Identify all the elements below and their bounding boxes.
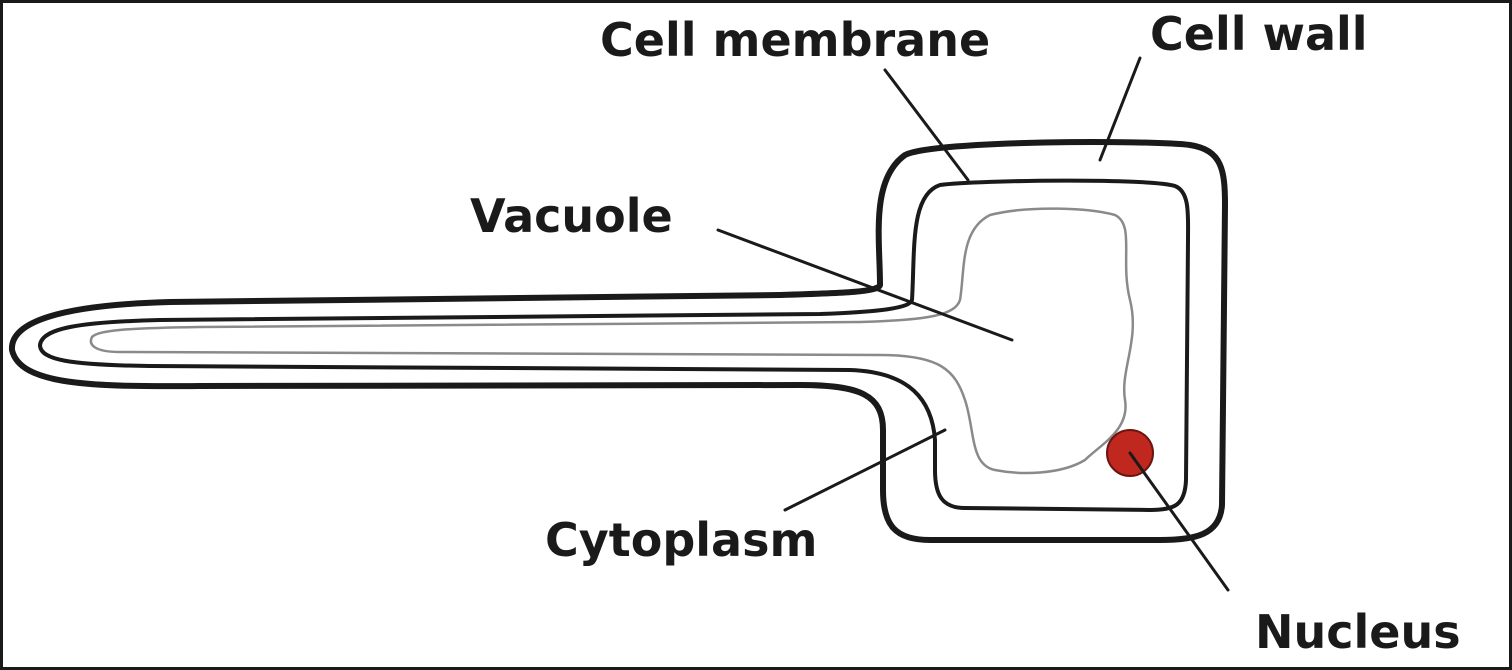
- vacuole-outline: [89, 207, 1135, 475]
- cell-membrane-leader: [883, 68, 970, 182]
- cell-wall-label: Cell wall: [1150, 7, 1368, 61]
- vacuole-label: Vacuole: [470, 189, 673, 243]
- cytoplasm-label: Cytoplasm: [545, 513, 817, 567]
- nucleus-leader: [1128, 451, 1230, 592]
- cell-wall-outline: [9, 139, 1228, 543]
- cytoplasm-leader: [783, 428, 947, 512]
- nucleus-label: Nucleus: [1255, 605, 1461, 659]
- cell-wall-leader: [1098, 56, 1142, 162]
- vacuole-leader: [716, 228, 1014, 342]
- cell-membrane-label: Cell membrane: [600, 13, 990, 67]
- cell-membrane-outline: [38, 178, 1191, 512]
